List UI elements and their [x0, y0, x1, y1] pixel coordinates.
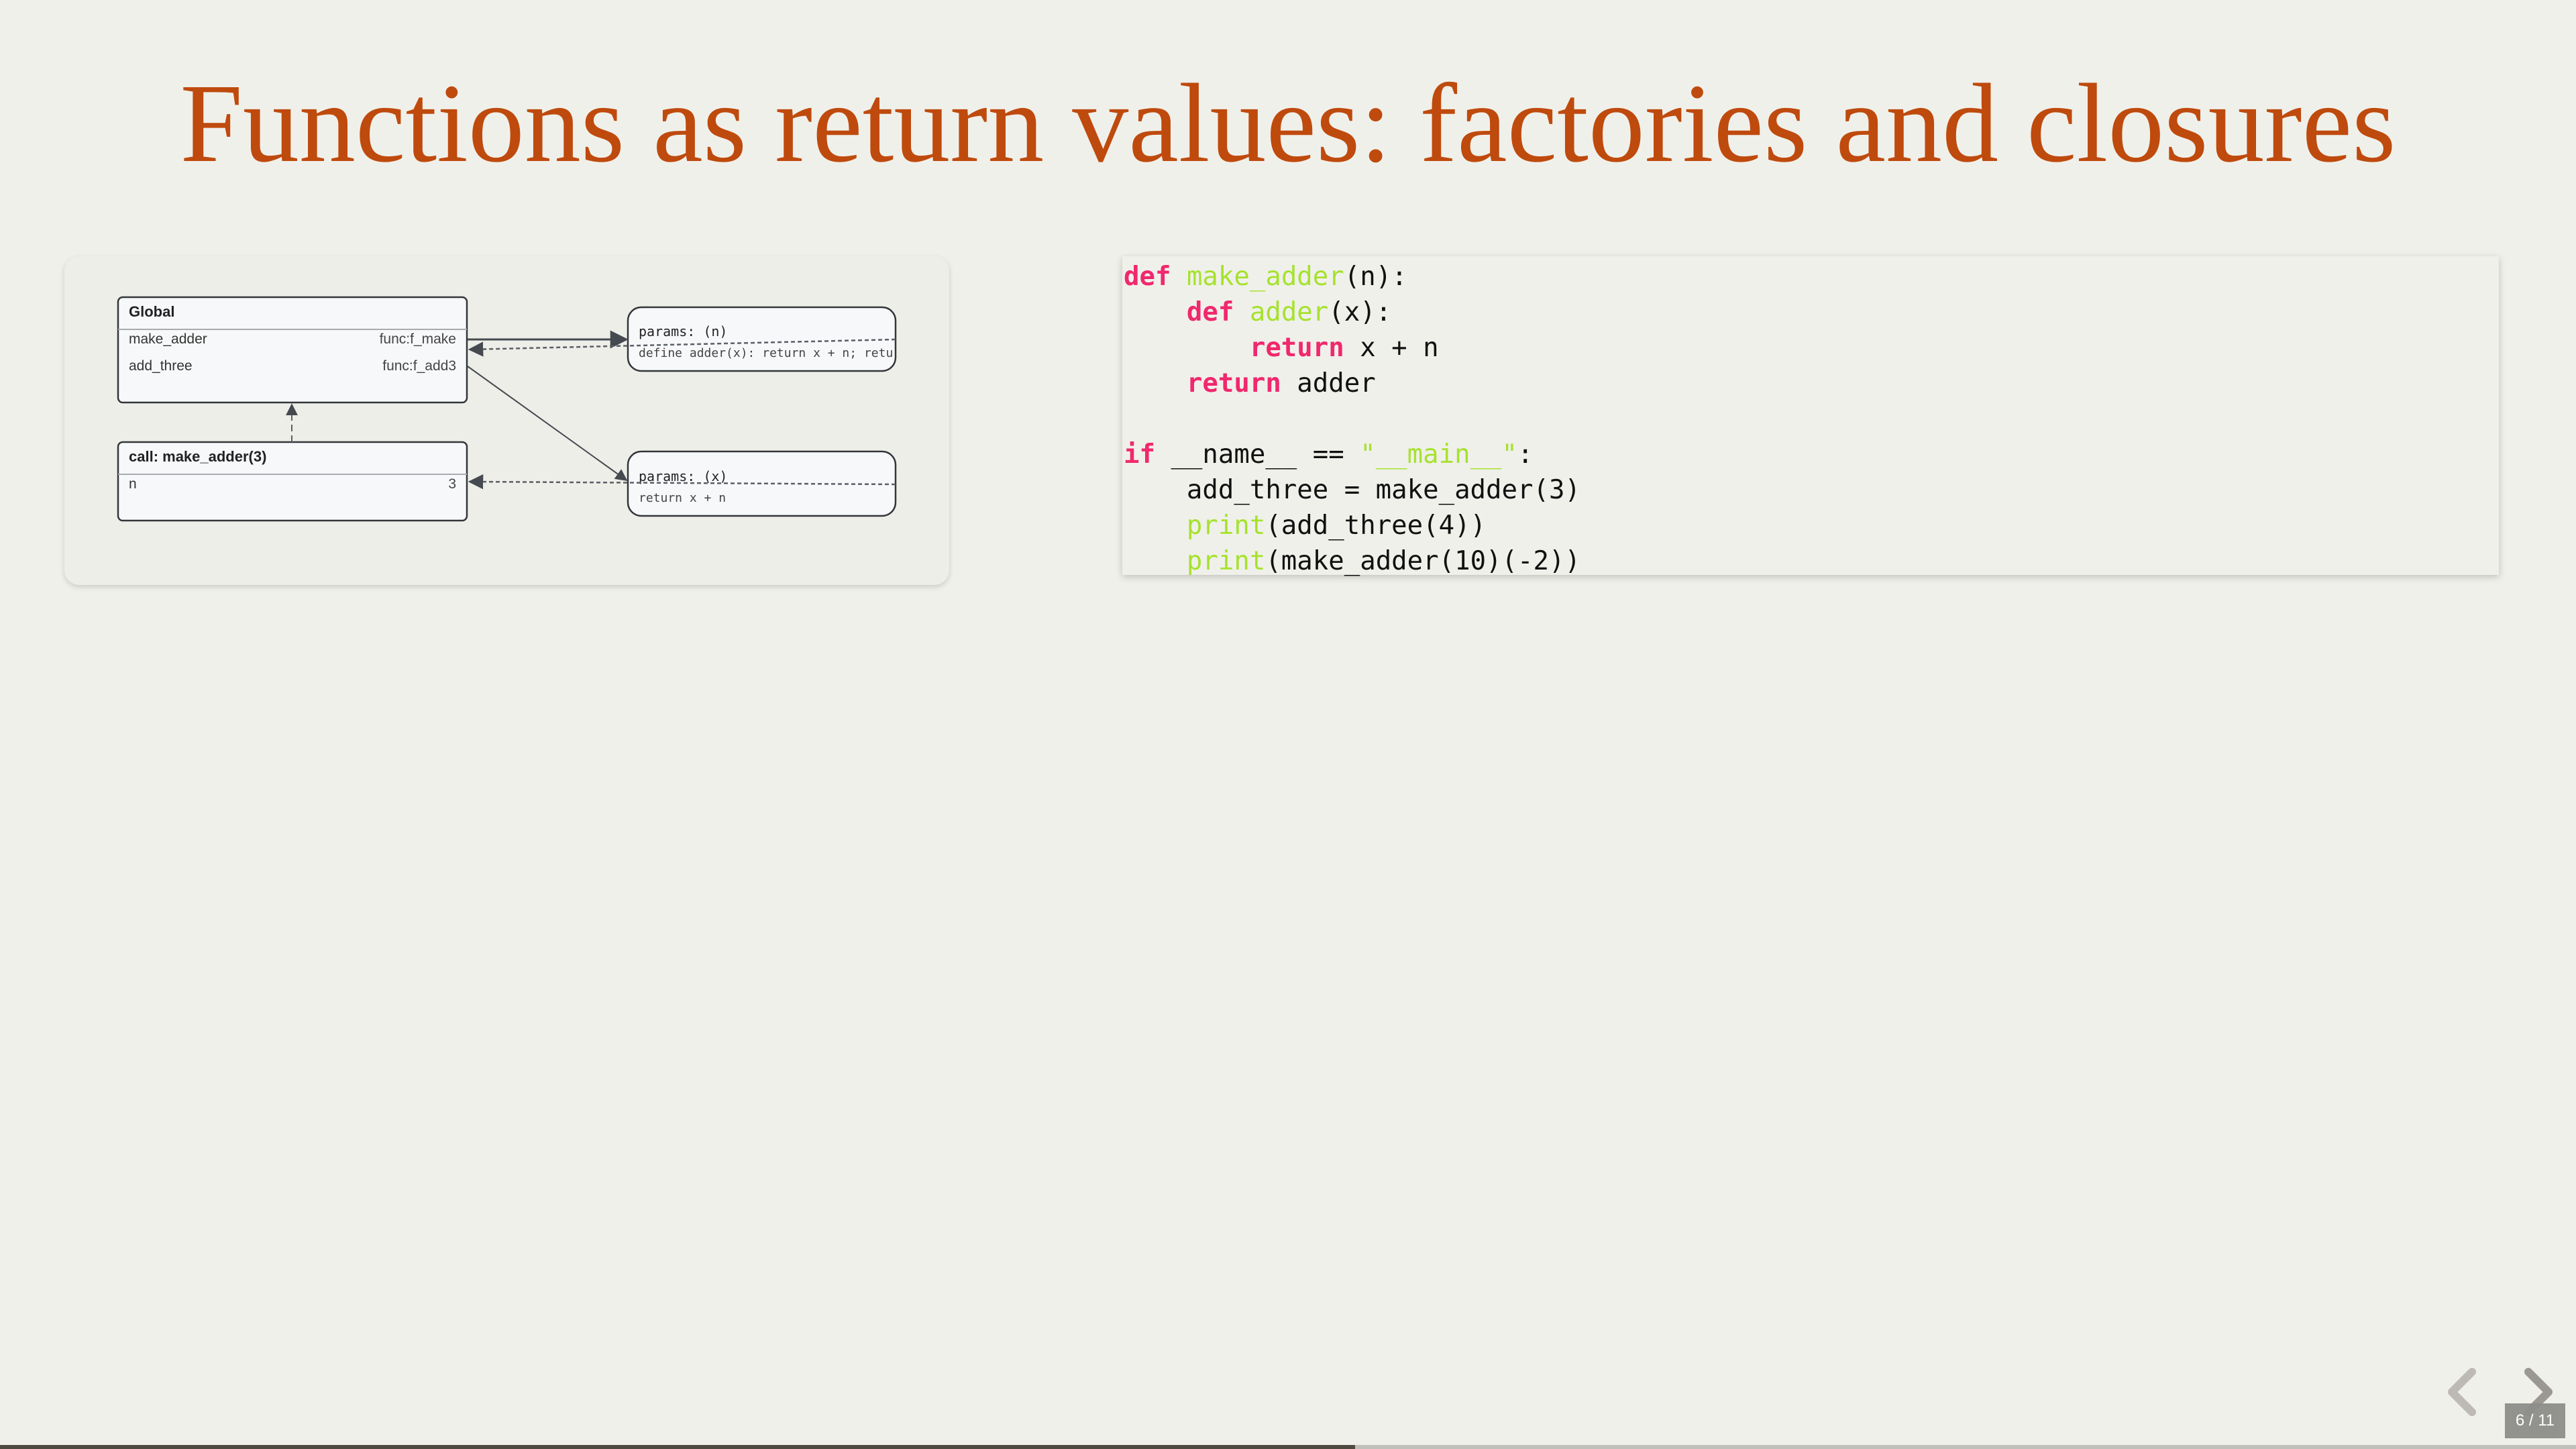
progress-bar [0, 1445, 2576, 1449]
var-name: n [129, 476, 137, 492]
global-frame: Global make_adder func:f_make add_three … [117, 296, 468, 404]
code-text-span: : [1517, 439, 1534, 470]
code-keyword: def [1124, 262, 1171, 292]
call-frame: call: make_adder(3) n 3 [117, 441, 468, 522]
progress-bar-fill [0, 1445, 1355, 1449]
code-text-span: (make_adder(10)(-2)) [1265, 546, 1580, 576]
code-builtin: print [1186, 546, 1266, 576]
var-value: func:f_make [380, 331, 456, 347]
code-text-span: add_three = make_adder(3) [1186, 475, 1580, 505]
function-body: define adder(x): return x + n; retu [639, 346, 893, 360]
arrow-add-three-ref [467, 366, 628, 482]
page-separator: / [2528, 1411, 2534, 1430]
function-params: params: (n) [639, 323, 727, 339]
code-keyword: def [1186, 297, 1234, 327]
function-object-adder: params: (x) return x + n [627, 450, 897, 517]
code-text-span: (x): [1328, 297, 1392, 327]
code-text-span: __name__ == [1155, 439, 1360, 470]
code-string: "__main__" [1360, 439, 1518, 470]
code-keyword: return [1186, 368, 1281, 398]
global-frame-title: Global [129, 303, 174, 320]
chevron-left-icon [2448, 1368, 2476, 1416]
total-pages: 11 [2538, 1411, 2555, 1430]
code-function-name: adder [1249, 297, 1329, 327]
code-text-span: (add_three(4)) [1265, 511, 1487, 541]
current-page: 6 [2515, 1411, 2525, 1430]
code-block: def make_adder(n): def adder(x): return … [1122, 256, 2499, 576]
code-builtin: print [1186, 511, 1266, 541]
prev-slide-button[interactable] [2445, 1365, 2485, 1426]
code-text: def make_adder(n): def adder(x): return … [1122, 256, 2499, 579]
arrow-make-parent-link [468, 338, 896, 357]
function-body: return x + n [639, 491, 726, 505]
code-text-span: (n): [1344, 262, 1407, 292]
memory-diagram-card: Global make_adder func:f_make add_three … [64, 256, 949, 585]
var-name: make_adder [129, 331, 207, 347]
function-params: params: (x) [639, 468, 727, 484]
code-keyword: if [1124, 439, 1155, 470]
code-keyword: return [1249, 333, 1344, 363]
code-text-span: x + n [1344, 333, 1439, 363]
code-text-span: adder [1281, 368, 1376, 398]
function-object-make-adder: params: (n) define adder(x): return x + … [627, 306, 897, 372]
var-value: func:f_add3 [382, 358, 456, 374]
arrow-adder-closure-link [468, 474, 896, 490]
slide-title: Functions as return values: factories an… [180, 61, 2396, 186]
var-value: 3 [448, 476, 456, 492]
slide-counter: 6 / 11 [2505, 1403, 2565, 1438]
call-frame-title: call: make_adder(3) [129, 448, 266, 465]
code-function-name: make_adder [1186, 262, 1344, 292]
var-name: add_three [129, 358, 193, 374]
memory-diagram: Global make_adder func:f_make add_three … [117, 296, 897, 522]
